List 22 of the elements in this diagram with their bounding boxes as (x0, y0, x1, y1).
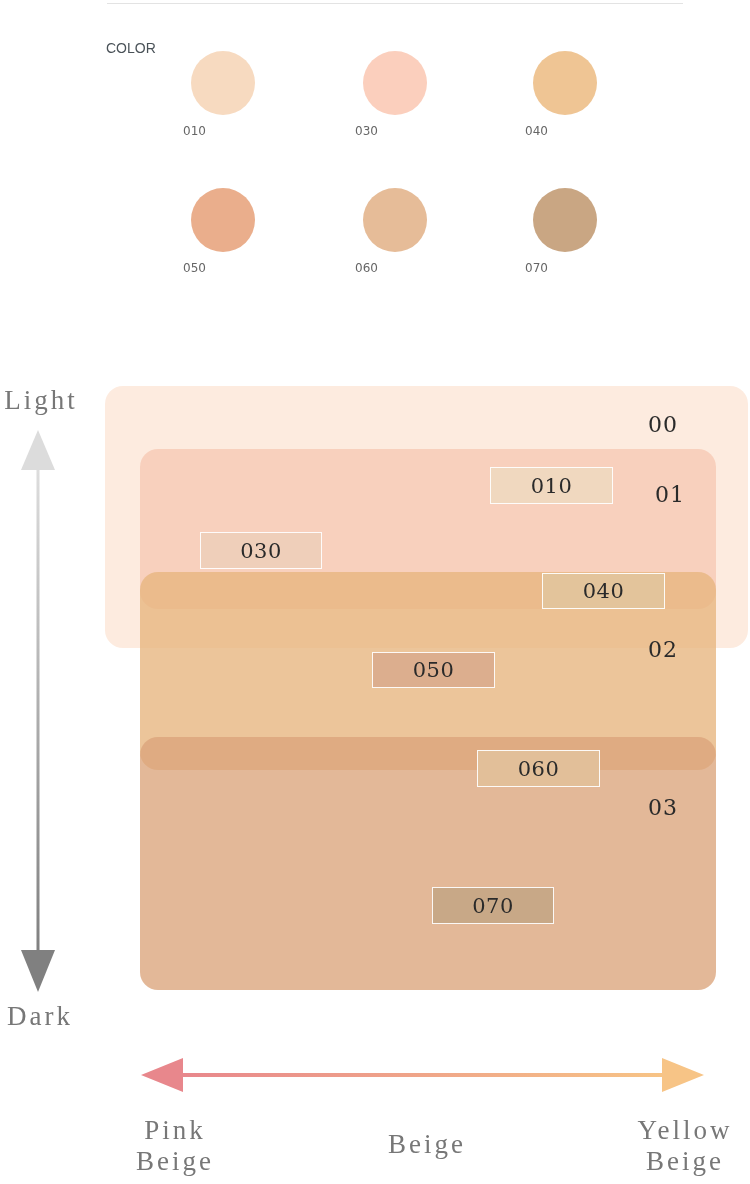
axis-label: Dark (7, 1001, 73, 1032)
shade-code-tag: 030 (200, 532, 322, 569)
shade-code: 060 (355, 261, 378, 275)
section-heading: COLOR (106, 40, 156, 57)
band-number: 03 (648, 795, 678, 821)
shade-code-tag: 070 (432, 887, 554, 924)
shade-code: 040 (525, 124, 548, 138)
band-number: 01 (655, 482, 685, 508)
axis-label: Pink Beige (136, 1115, 214, 1177)
axis-label: Yellow Beige (637, 1115, 733, 1177)
band-number: 00 (648, 412, 678, 438)
shade-code-tag: 040 (542, 573, 665, 609)
shade-code: 030 (355, 124, 378, 138)
axis-label: Beige (388, 1129, 466, 1160)
shade-code: 010 (183, 124, 206, 138)
shade-code-tag: 050 (372, 652, 495, 688)
shade-band (140, 737, 716, 990)
shade-code-tag: 010 (490, 467, 613, 504)
axis-label: Light (4, 385, 78, 416)
shade-code: 070 (525, 261, 548, 275)
band-number: 02 (648, 637, 678, 663)
shade-code: 050 (183, 261, 206, 275)
